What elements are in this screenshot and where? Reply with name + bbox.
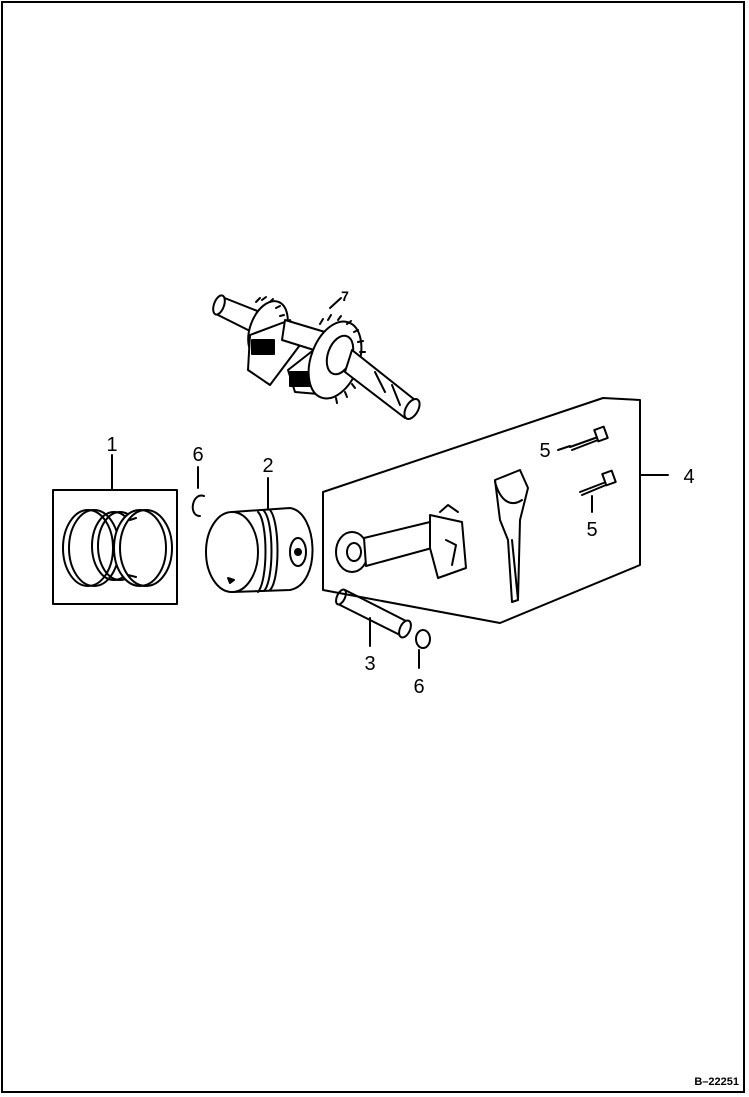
clip-right bbox=[415, 629, 431, 649]
callout-5-lower: 5 bbox=[586, 519, 597, 541]
crankshaft bbox=[212, 294, 421, 420]
bolt-lower bbox=[579, 469, 617, 496]
callout-5-upper: 5 bbox=[539, 440, 550, 462]
piston-pin bbox=[335, 588, 412, 639]
callout-6-right: 6 bbox=[413, 676, 424, 698]
rod-cap bbox=[494, 469, 529, 603]
leader-7 bbox=[329, 297, 342, 309]
clip-left bbox=[191, 494, 205, 517]
rod-assembly-outline bbox=[322, 397, 641, 624]
callout-1: 1 bbox=[106, 434, 117, 456]
leader-5-upper bbox=[557, 445, 571, 451]
callout-2: 2 bbox=[262, 455, 273, 477]
callout-3: 3 bbox=[364, 653, 375, 675]
figure-reference: B–22251 bbox=[694, 1076, 739, 1088]
callout-6-left: 6 bbox=[192, 444, 203, 466]
bolt-upper bbox=[569, 425, 609, 451]
connecting-rod bbox=[335, 504, 467, 579]
piston-rings bbox=[52, 489, 178, 605]
callout-7: 7 bbox=[341, 288, 349, 304]
callout-4: 4 bbox=[683, 466, 694, 488]
piston bbox=[205, 507, 314, 593]
